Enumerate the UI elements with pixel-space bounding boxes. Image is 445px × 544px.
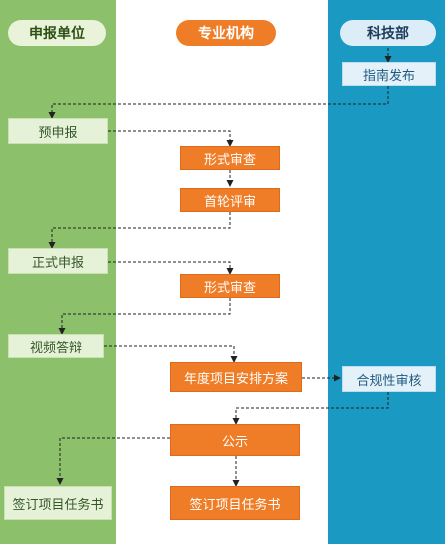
sign-contract-mid-box: 签订项目任务书 [170, 486, 300, 520]
formal-review-box-2: 形式审查 [180, 274, 280, 298]
formal-application-box: 正式申报 [8, 248, 108, 274]
ministry-header: 科技部 [340, 20, 436, 46]
sign-contract-left-box: 签订项目任务书 [4, 486, 112, 520]
annual-plan-box: 年度项目安排方案 [170, 362, 302, 392]
formal-review-box-1: 形式审查 [180, 146, 280, 170]
first-round-review-box: 首轮评审 [180, 188, 280, 212]
guide-release-box: 指南发布 [342, 62, 436, 86]
compliance-review-box: 合规性审核 [342, 366, 436, 392]
applicant-header: 申报单位 [8, 20, 106, 46]
video-defense-box: 视频答辩 [8, 334, 104, 358]
agency-lane [116, 0, 328, 544]
agency-header: 专业机构 [176, 20, 276, 46]
publicity-box: 公示 [170, 424, 300, 456]
pre-application-box: 预申报 [8, 118, 108, 144]
